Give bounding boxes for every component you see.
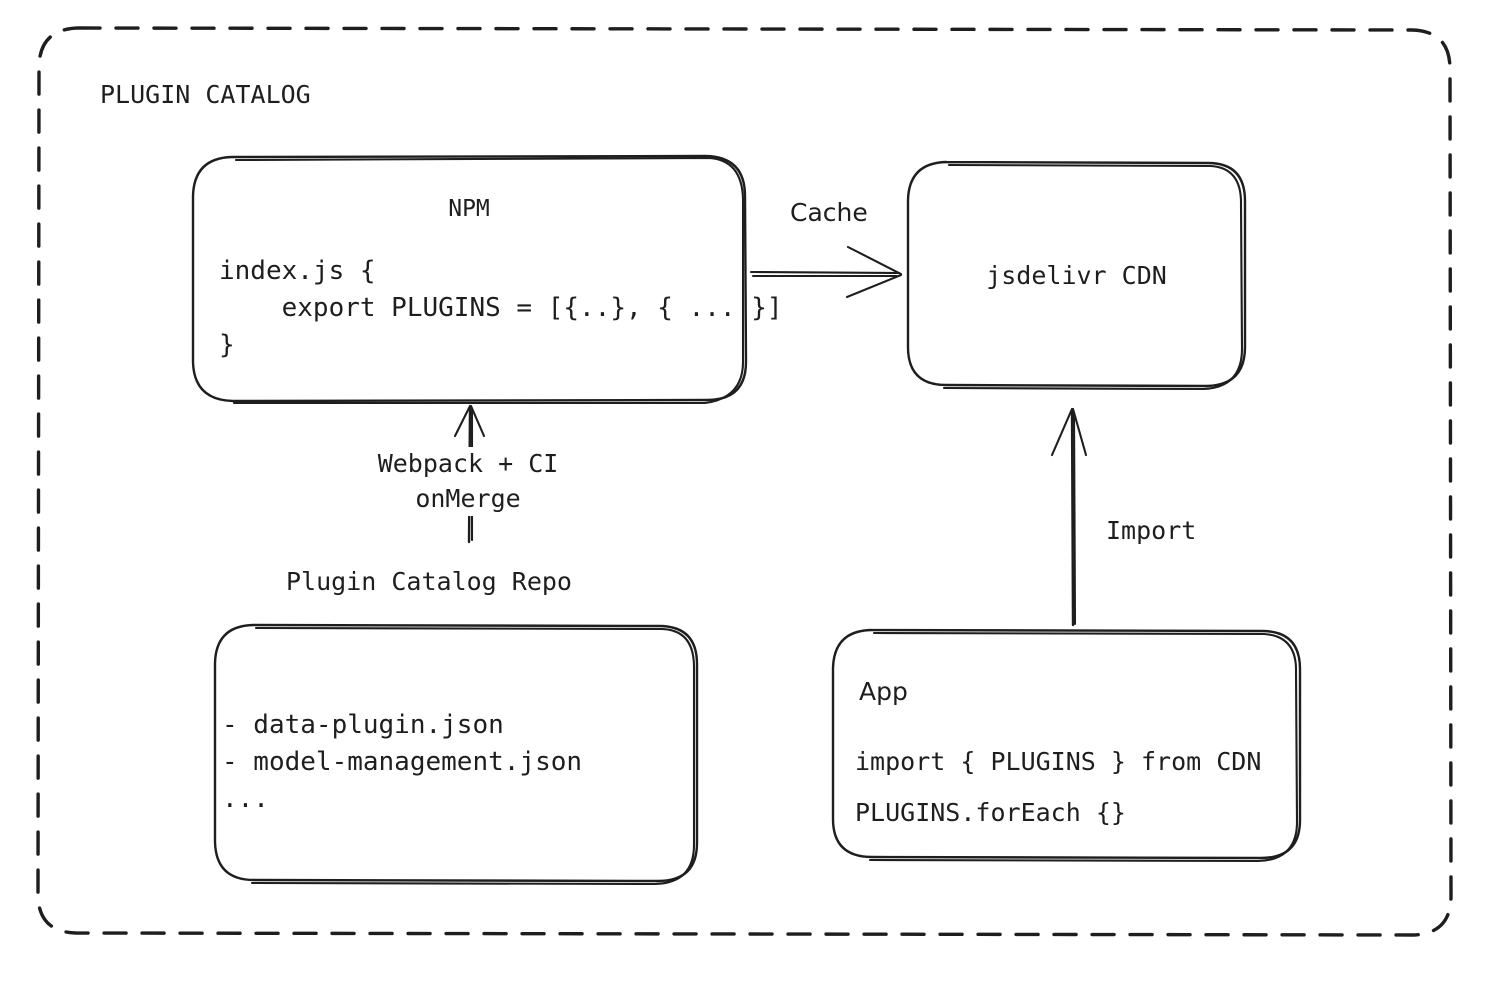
- cache-edge-label: Cache: [790, 198, 868, 227]
- import-edge-label: Import: [1106, 516, 1197, 545]
- repo-box-file-list: - data-plugin.json - model-management.js…: [222, 710, 583, 814]
- cache-arrow: [749, 245, 903, 299]
- app-box-code: import { PLUGINS } from CDN PLUGINS.forEa…: [855, 736, 1261, 839]
- npm-box-outline: [191, 154, 748, 405]
- page-title: PLUGIN CATALOG: [100, 80, 311, 109]
- app-import-line: import { PLUGINS } from CDN: [855, 747, 1262, 776]
- app-box-title: App: [859, 677, 908, 706]
- repo-box-outline: [213, 623, 699, 886]
- repo-box-caption: Plugin Catalog Repo: [286, 567, 572, 596]
- app-box-outline: [831, 628, 1302, 863]
- npm-box-code: index.js { export PLUGINS = [{..}, { ...…: [219, 256, 783, 360]
- cdn-box-outline: [906, 160, 1247, 391]
- app-foreach-line: PLUGINS.forEach {}: [855, 798, 1126, 828]
- plugin-catalog-container-outline: [36, 26, 1453, 937]
- cdn-box-title: jsdelivr CDN: [986, 261, 1167, 290]
- build-edge-label: Webpack + CI onMerge: [298, 447, 638, 516]
- import-arrow: [1050, 407, 1088, 627]
- npm-box-title: NPM: [448, 196, 490, 222]
